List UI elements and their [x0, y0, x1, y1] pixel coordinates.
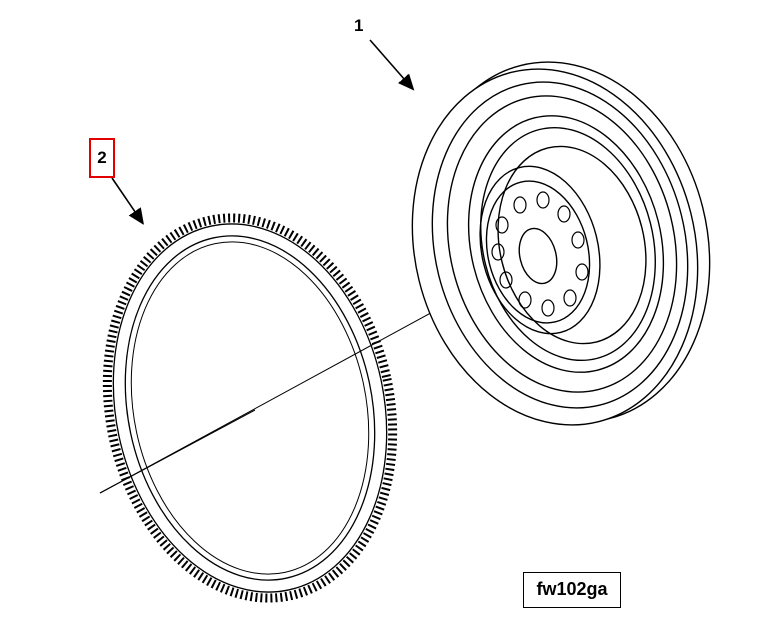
- callout-1-flywheel[interactable]: 1: [354, 16, 364, 35]
- ring-gear: [102, 213, 398, 603]
- figure-id-label: fw102ga: [523, 572, 621, 608]
- axis-through-ring: [99, 409, 256, 494]
- leader-arrow-2: [111, 177, 142, 222]
- callout-2-ring-gear[interactable]: 2: [89, 138, 115, 178]
- flywheel: [411, 61, 711, 426]
- center-axis-line: [99, 277, 496, 494]
- flywheel-bolt-holes: [491, 191, 589, 317]
- leader-arrow-1: [369, 39, 412, 88]
